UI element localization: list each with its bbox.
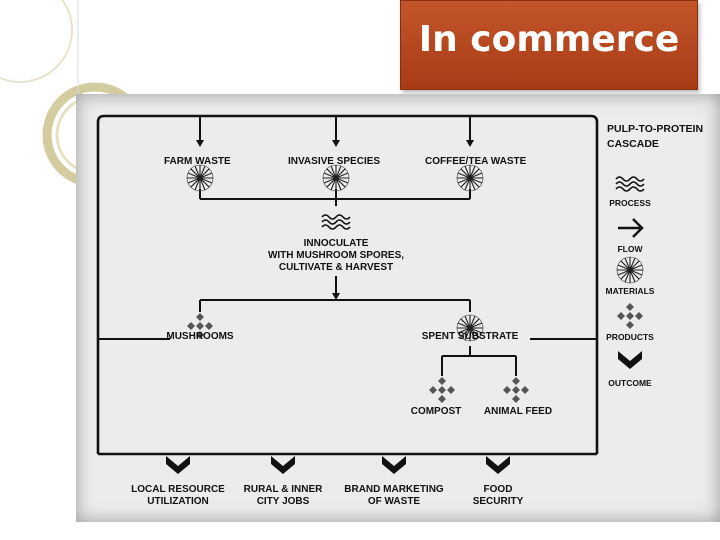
products-icon <box>503 377 529 403</box>
source-connectors <box>199 116 471 206</box>
legend-label: FLOW <box>617 244 643 254</box>
diagram-image: FARM WASTE INVASIVE SPECIES COFFEE/TEA W… <box>76 94 720 522</box>
process-icon <box>321 214 351 230</box>
materials-icon <box>322 164 350 192</box>
outcome-label: CITY JOBS <box>257 496 310 507</box>
process-icon <box>615 176 645 192</box>
flow-arrow <box>466 140 474 147</box>
legend-label: OUTCOME <box>608 378 652 388</box>
outcome-label: OF WASTE <box>368 496 421 507</box>
outcome-label: SECURITY <box>473 496 524 507</box>
process-connectors <box>98 276 597 376</box>
process-label: WITH MUSHROOM SPORES, <box>268 250 404 261</box>
pulp-to-protein-diagram: FARM WASTE INVASIVE SPECIES COFFEE/TEA W… <box>96 114 704 507</box>
substrate-product-label: COMPOST <box>411 406 462 417</box>
feedback-loop <box>96 114 599 454</box>
products-icon <box>429 377 455 403</box>
slide-title: In commerce <box>418 19 680 60</box>
outcome-label: BRAND MARKETING <box>344 484 444 495</box>
legend-title: PULP-TO-PROTEIN <box>607 123 703 135</box>
outcome-label: UTILIZATION <box>147 496 208 507</box>
legend-title: CASCADE <box>607 138 659 150</box>
legend-label: MATERIALS <box>606 286 655 296</box>
source-label: FARM WASTE <box>164 156 231 167</box>
flow-arrow <box>332 293 340 300</box>
materials-icon <box>616 256 644 284</box>
process-label: CULTIVATE & HARVEST <box>279 262 393 273</box>
materials-icon <box>456 164 484 192</box>
product-label: MUSHROOMS <box>166 331 234 342</box>
title-box: In commerce <box>400 0 698 90</box>
outcome-icon <box>486 456 510 474</box>
source-label: INVASIVE SPECIES <box>288 156 380 167</box>
flow-arrow-icon <box>618 218 644 238</box>
flow-arrow <box>196 140 204 147</box>
product-label: SPENT SUBSTRATE <box>422 331 519 342</box>
outcome-label: LOCAL RESOURCE <box>131 484 225 495</box>
outcome-label: FOOD <box>484 484 513 495</box>
source-label: COFFEE/TEA WASTE <box>425 156 527 167</box>
substrate-product-label: ANIMAL FEED <box>484 406 552 417</box>
outcome-icon <box>382 456 406 474</box>
outcome-icon <box>271 456 295 474</box>
legend: PULP-TO-PROTEIN CASCADE PROCESS FLOW MAT… <box>606 123 704 388</box>
products-icon <box>617 303 643 329</box>
outcome-icon <box>166 456 190 474</box>
outcome-label: RURAL & INNER <box>244 484 323 495</box>
legend-label: PRODUCTS <box>606 332 654 342</box>
outcome-icon <box>618 351 642 369</box>
process-label: INNOCULATE <box>304 238 369 249</box>
legend-label: PROCESS <box>609 198 651 208</box>
flow-arrow <box>332 140 340 147</box>
materials-icon <box>186 164 214 192</box>
